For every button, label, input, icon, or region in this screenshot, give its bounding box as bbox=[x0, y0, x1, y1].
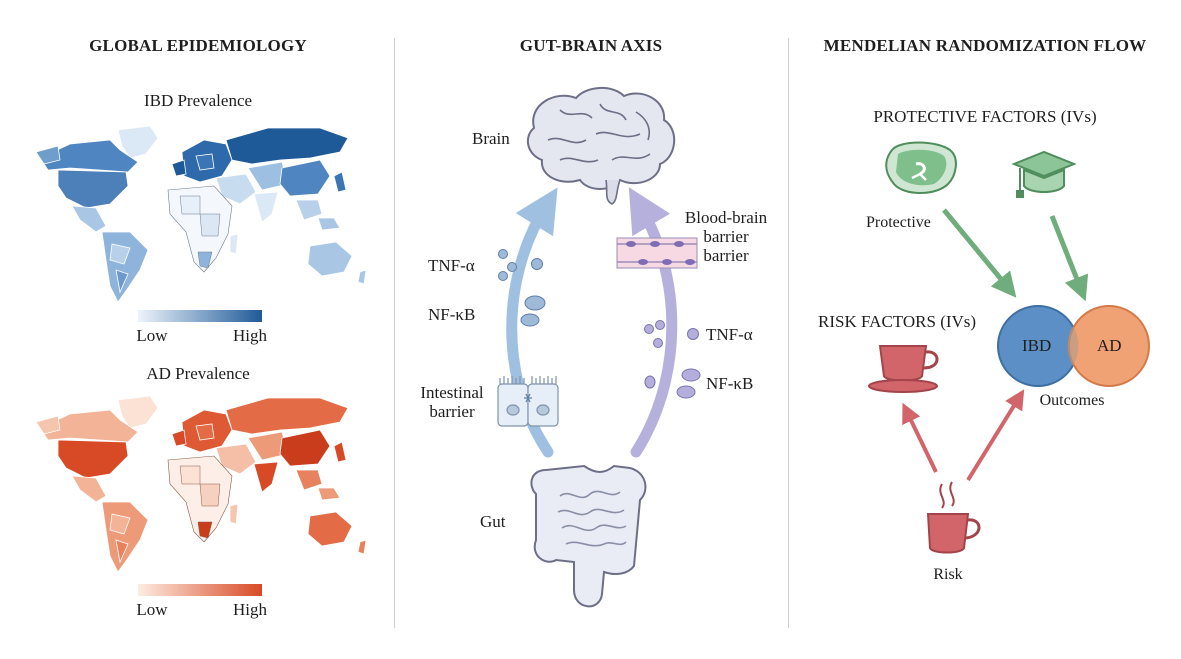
ibd-outcome-label: IBD bbox=[1022, 336, 1052, 355]
right-cytokines bbox=[644, 320, 701, 399]
ibd-australia bbox=[307, 241, 353, 277]
ibd-china bbox=[279, 159, 331, 197]
coffee-mug-icon bbox=[926, 481, 981, 554]
ad-middle-east bbox=[215, 443, 257, 475]
tnf-alpha-right-label: TNF-α bbox=[706, 325, 753, 344]
tnf-alpha-left-label: TNF-α bbox=[428, 256, 475, 275]
ibd-legend-high: High bbox=[233, 326, 267, 345]
protective-arrow-2 bbox=[1049, 215, 1089, 302]
ibd-canada bbox=[39, 139, 139, 173]
bbb-label: Blood-brain barrier barrier bbox=[684, 208, 768, 265]
brain-illustration bbox=[526, 87, 676, 205]
ad-india bbox=[253, 461, 279, 493]
steak-icon bbox=[885, 141, 957, 194]
ad-map-title: AD Prevalence bbox=[146, 364, 250, 383]
protective-factors-title: PROTECTIVE FACTORS (IVs) bbox=[873, 107, 1097, 126]
intestinal-barrier-label: Intestinal barrier bbox=[420, 383, 484, 421]
teacup-icon bbox=[868, 345, 939, 393]
ad-australia bbox=[307, 511, 353, 547]
ibd-usa bbox=[57, 169, 129, 209]
ibd-legend-low: Low bbox=[136, 326, 168, 345]
ibd-greenland bbox=[117, 125, 159, 159]
ibd-legend-gradient bbox=[138, 310, 262, 322]
protective-label: Protective bbox=[866, 214, 931, 231]
ad-usa bbox=[57, 439, 129, 479]
ad-world-map bbox=[35, 395, 367, 573]
ibd-japan bbox=[333, 171, 347, 193]
risk-label: Risk bbox=[933, 566, 963, 583]
ibd-india bbox=[253, 191, 279, 223]
ad-mexico bbox=[71, 475, 107, 503]
mr-flow-title: MENDELIAN RANDOMIZATION FLOW bbox=[823, 36, 1147, 55]
gut-brain-title: GUT-BRAIN AXIS bbox=[519, 36, 663, 55]
ibd-world-map bbox=[35, 125, 367, 303]
risk-arrow-1 bbox=[902, 402, 938, 473]
intestinal-barrier-icon bbox=[497, 376, 559, 427]
protective-arrow-1 bbox=[942, 208, 1017, 298]
epidemiology-title: GLOBAL EPIDEMIOLOGY bbox=[89, 36, 307, 55]
ad-legend-high: High bbox=[233, 600, 267, 619]
gut-illustration bbox=[530, 464, 647, 608]
blood-brain-barrier-icon bbox=[616, 237, 698, 269]
ibd-russia bbox=[225, 127, 349, 165]
panel-divider-1 bbox=[394, 38, 395, 628]
panel-divider-2 bbox=[788, 38, 789, 628]
risk-arrow-2 bbox=[966, 389, 1025, 482]
ibd-map-title: IBD Prevalence bbox=[143, 91, 253, 110]
gut-label: Gut bbox=[480, 512, 506, 531]
risk-factors-title: RISK FACTORS (IVs) bbox=[818, 312, 977, 331]
left-cytokines bbox=[498, 249, 546, 327]
outcomes-label: Outcomes bbox=[1039, 392, 1105, 409]
ad-outcome-label: AD bbox=[1097, 336, 1122, 355]
ad-legend-gradient bbox=[138, 584, 262, 596]
ad-china bbox=[279, 429, 331, 467]
brain-label: Brain bbox=[472, 129, 510, 148]
nfkb-right-label: NF-κB bbox=[706, 374, 754, 393]
ad-russia bbox=[225, 397, 349, 435]
ad-legend-low: Low bbox=[136, 600, 168, 619]
ad-japan bbox=[333, 441, 347, 463]
graduation-cap-icon bbox=[1011, 150, 1077, 198]
brain-to-gut-arrow bbox=[628, 187, 678, 458]
ad-greenland bbox=[117, 395, 159, 429]
ad-alaska bbox=[35, 415, 61, 435]
ibd-middle-east bbox=[215, 173, 257, 205]
ibd-mexico bbox=[71, 205, 107, 233]
nfkb-left-label: NF-κB bbox=[428, 305, 476, 324]
ibd-alaska bbox=[35, 145, 61, 165]
ad-canada bbox=[39, 409, 139, 443]
